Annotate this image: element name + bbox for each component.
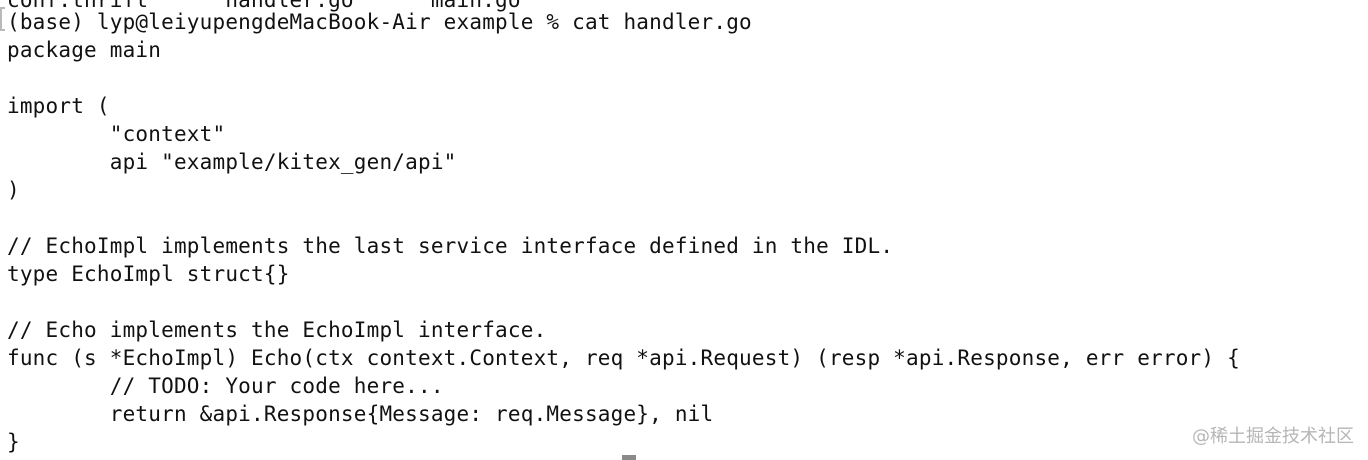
code-line: import ( — [7, 94, 110, 118]
code-line: "context" — [7, 122, 226, 146]
prompt-mark-bracket — [0, 7, 5, 31]
code-line: api "example/kitex_gen/api" — [7, 150, 457, 174]
terminal-cursor — [622, 455, 636, 460]
code-line: // EchoImpl implements the last service … — [7, 234, 894, 258]
code-line: func (s *EchoImpl) Echo(ctx context.Cont… — [7, 346, 1240, 370]
code-line: ) — [7, 178, 20, 202]
code-line: type EchoImpl struct{} — [7, 262, 290, 286]
previous-output-line: conf.thrift handler.go main.go — [7, 0, 521, 12]
watermark-text: @稀土掘金技术社区 — [1192, 426, 1354, 447]
code-line: // Echo implements the EchoImpl interfac… — [7, 318, 547, 342]
code-line: } — [7, 430, 20, 454]
code-line: package main — [7, 38, 162, 62]
code-line: // TODO: Your code here... — [7, 374, 444, 398]
command-prompt-line: (base) lyp@leiyupengdeMacBook-Air exampl… — [7, 10, 752, 34]
code-line: return &api.Response{Message: req.Messag… — [7, 402, 714, 426]
